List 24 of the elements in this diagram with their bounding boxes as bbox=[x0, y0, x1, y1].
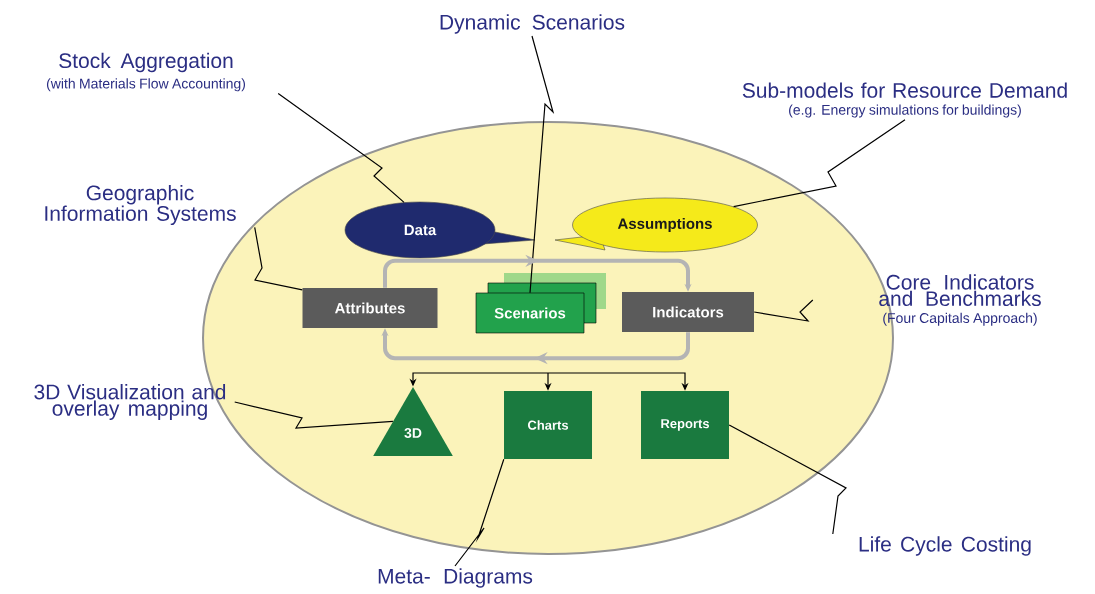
connector-line bbox=[454, 458, 505, 567]
output-box: Reports bbox=[641, 391, 729, 459]
topic-heading: Dynamic Scenarios bbox=[440, 14, 625, 34]
connector-line bbox=[753, 299, 814, 322]
process-box: Indicators bbox=[622, 292, 754, 332]
topic-heading: Stock Aggregation (with Materials Flow Accounting) bbox=[46, 52, 246, 92]
connector-line bbox=[733, 119, 906, 208]
process-box: Attributes bbox=[302, 288, 438, 328]
output-box: Charts bbox=[504, 391, 592, 459]
connector-line bbox=[529, 35, 555, 294]
scenario-stack: Scenarios bbox=[475, 273, 606, 334]
topic-heading: 3D Visualization and overlay mapping bbox=[34, 384, 226, 420]
speech-bubble: Assumptions bbox=[554, 197, 758, 253]
topic-heading: Meta- Diagrams bbox=[378, 568, 533, 588]
topic-heading: Core Indicators and Benchmarks (Four Capitals Approach) bbox=[879, 274, 1041, 326]
speech-bubble: Data bbox=[344, 201, 536, 259]
connector-line bbox=[277, 92, 405, 203]
output-triangle: 3D bbox=[373, 387, 453, 456]
connector-line bbox=[254, 226, 303, 291]
topic-heading: Life Cycle Costing bbox=[859, 536, 1031, 556]
connector-line bbox=[234, 401, 394, 429]
connector-line bbox=[728, 424, 847, 535]
topic-heading: Sub-models for Resource Demand (e.g. Energy simulations for buildings) bbox=[742, 82, 1067, 118]
topic-heading: Geographic Information Systems bbox=[45, 184, 236, 226]
